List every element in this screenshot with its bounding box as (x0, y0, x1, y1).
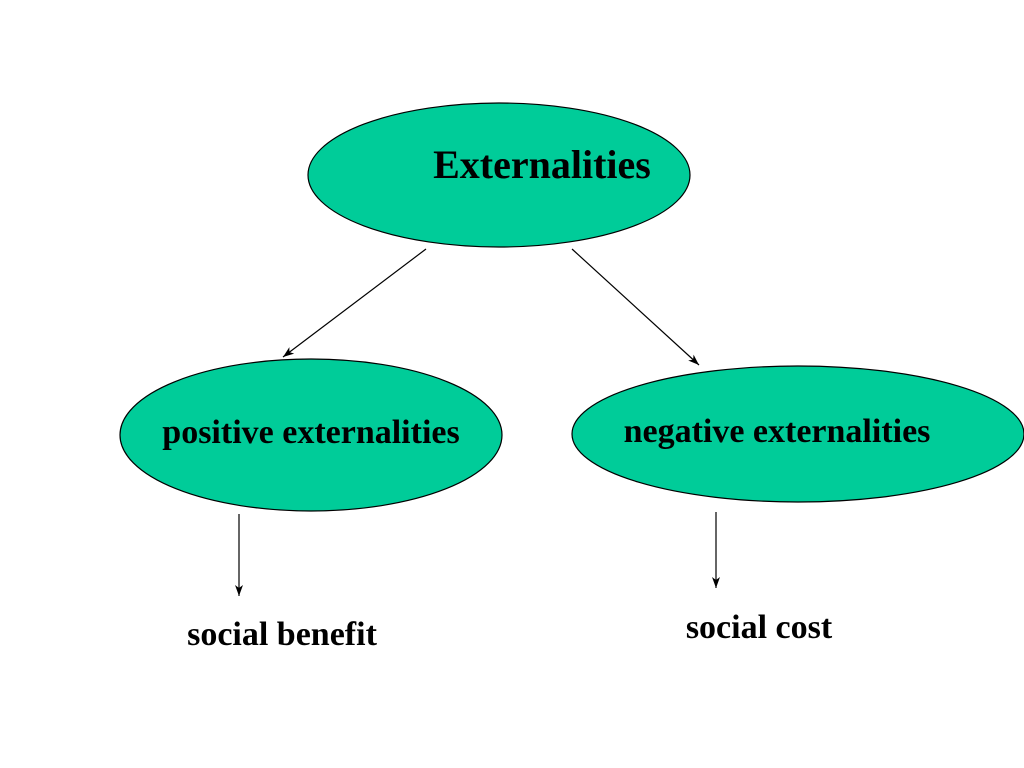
label-social-benefit: social benefit (187, 616, 377, 653)
arrow-root-to-positive (282, 248, 427, 358)
node-externalities: Externalities (307, 102, 691, 248)
ellipse-positive-externalities (119, 358, 503, 512)
arrow-root-to-negative (571, 248, 700, 366)
node-positive-externalities: positive externalities (119, 358, 503, 512)
label-externalities: Externalities (433, 142, 651, 187)
label-positive-externalities: positive externalities (162, 414, 459, 451)
node-negative-externalities: negative externalities (571, 365, 1024, 503)
ellipse-negative-externalities (571, 365, 1024, 503)
ellipse-externalities (307, 102, 691, 248)
label-negative-externalities: negative externalities (624, 413, 931, 450)
label-social-cost: social cost (686, 609, 833, 646)
